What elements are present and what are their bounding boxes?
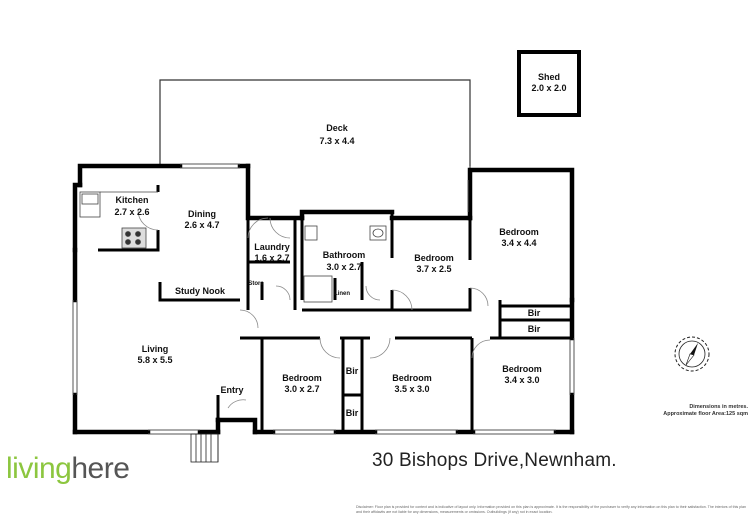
bedroom-right-top-dims: 3.4 x 4.4 [501, 238, 536, 248]
bir-label: Bir [346, 366, 359, 376]
deck-name: Deck [326, 123, 349, 133]
interior-walls [98, 185, 572, 432]
bedroom-mid-top-name: Bedroom [414, 253, 454, 263]
dimensions-note: Dimensions in metres. Approximate floor … [650, 404, 748, 418]
kitchen-name: Kitchen [115, 195, 148, 205]
disclaimer-text: Disclaimer: Floor plan is provided for c… [356, 505, 746, 514]
deck-outline [159, 79, 471, 166]
study-nook-name: Study Nook [175, 286, 226, 296]
dimensions-note-line2: Approximate floor Area:125 sqm [663, 411, 748, 417]
bedroom-2-name: Bedroom [392, 373, 432, 383]
bathroom-fittings [303, 225, 387, 303]
north-compass-icon [674, 336, 710, 372]
dimensions-note-line1: Dimensions in metres. [689, 404, 748, 410]
brand-logo-here: here [71, 452, 130, 485]
laundry-dims: 1.6 x 2.7 [254, 253, 289, 263]
windows [72, 163, 575, 435]
brand-logo-living: living [6, 452, 72, 485]
bathroom-dims: 3.0 x 2.7 [326, 262, 361, 272]
bedroom-2-dims: 3.5 x 3.0 [394, 384, 429, 394]
entry-name: Entry [220, 385, 243, 395]
laundry-name: Laundry [254, 242, 290, 252]
bedroom-1-name: Bedroom [282, 373, 322, 383]
bedroom-3-dims: 3.4 x 3.0 [504, 375, 539, 385]
exterior-walls [72, 163, 575, 435]
kitchen-fittings [79, 191, 158, 249]
kitchen-dims: 2.7 x 2.6 [114, 207, 149, 217]
door-swings [137, 209, 491, 409]
bedroom-3-name: Bedroom [502, 364, 542, 374]
entry-stairs [190, 433, 219, 463]
property-address: 30 Bishops Drive,Newnham. [372, 450, 617, 471]
shed-dims: 2.0 x 2.0 [531, 83, 566, 93]
bathroom-name: Bathroom [323, 250, 366, 260]
brand-logo: livinghere [6, 452, 130, 486]
bir-label: Bir [528, 308, 541, 318]
shed-name: Shed [538, 72, 560, 82]
bedroom-1-dims: 3.0 x 2.7 [284, 384, 319, 394]
bir-label: Bir [346, 408, 359, 418]
bedroom-mid-top-dims: 3.7 x 2.5 [416, 264, 451, 274]
store-name: Store [248, 281, 264, 287]
dining-dims: 2.6 x 4.7 [184, 220, 219, 230]
deck-dims: 7.3 x 4.4 [319, 136, 354, 146]
living-dims: 5.8 x 5.5 [137, 355, 172, 365]
bir-label: Bir [528, 324, 541, 334]
living-name: Living [142, 344, 169, 354]
shed-outline [517, 50, 581, 117]
bedroom-right-top-name: Bedroom [499, 227, 539, 237]
dining-name: Dining [188, 209, 216, 219]
linen-name: Linen [334, 291, 350, 297]
